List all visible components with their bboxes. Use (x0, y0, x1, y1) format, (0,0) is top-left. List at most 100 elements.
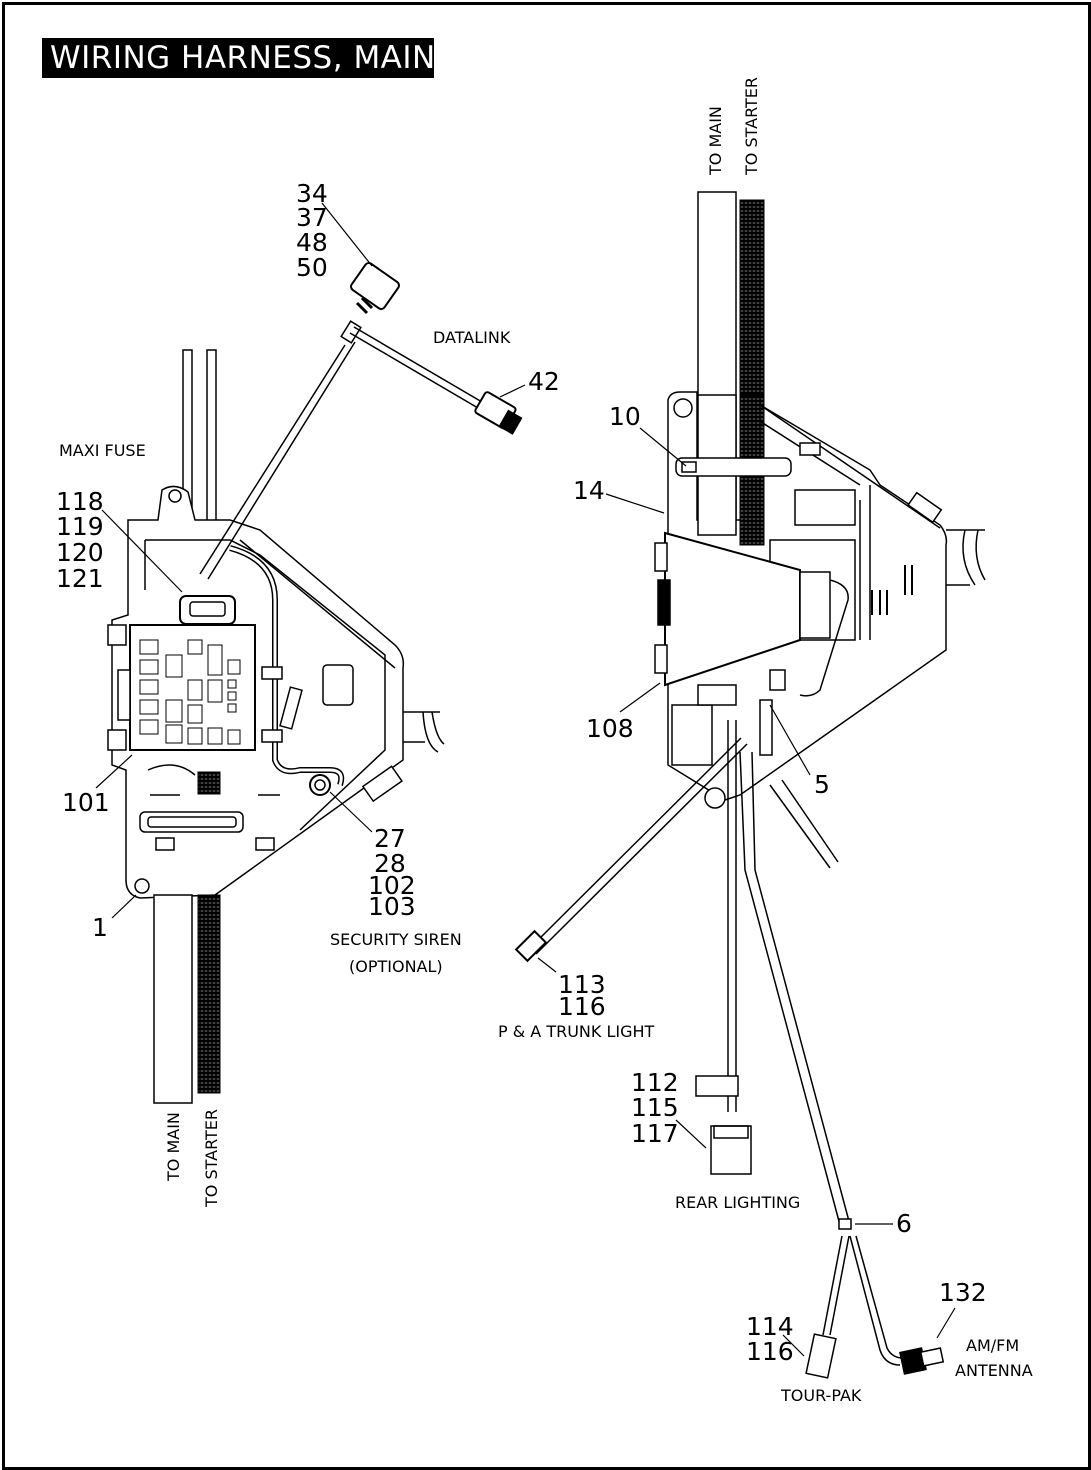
trunk-light-wire (529, 737, 748, 955)
callout-14: 14 (573, 476, 605, 505)
callout-117: 117 (631, 1119, 679, 1148)
siren-connector-center (314, 779, 326, 791)
title-bar: WIRING HARNESS, MAIN (42, 38, 435, 78)
left-bracket-edge (239, 539, 396, 669)
label-tour-pak: TOUR-PAK (781, 1386, 862, 1405)
tourpak-branch-wire (822, 1235, 850, 1336)
maxi-fuse-body (189, 601, 226, 617)
left-bracket (111, 485, 405, 899)
boot-exit-collar (799, 571, 831, 639)
leader-5 (769, 704, 811, 776)
label-to-main-right: TO MAIN (706, 106, 725, 175)
left-bracket-hole-bottom (134, 878, 150, 894)
callout-103: 103 (368, 892, 416, 921)
callout-5: 5 (814, 770, 830, 799)
maxi-fuse-connector (179, 595, 236, 625)
cable-tie-head (681, 461, 697, 473)
leader-lines (95, 202, 956, 1357)
connector-34-37-48-50-ribs (355, 296, 374, 315)
left-edge-connector-3 (117, 669, 131, 721)
leader-101 (95, 754, 133, 789)
rear-lighting-wire (727, 720, 737, 1078)
tourpak-antenna-wire (739, 751, 851, 1226)
left-clamp-arm (403, 711, 440, 743)
antenna-connector-tip (919, 1347, 945, 1367)
callout-114: 114 (746, 1312, 794, 1341)
callout-132: 132 (939, 1278, 987, 1307)
fuse-block-grid (139, 639, 241, 745)
boot-tab-lower (654, 644, 668, 674)
right-slots (871, 565, 913, 615)
trunk-light-connector (514, 929, 548, 963)
wire-junction-6 (838, 1218, 852, 1230)
callout-28: 28 (374, 849, 406, 878)
callout-27: 27 (374, 824, 406, 853)
cable-tie-10 (675, 457, 792, 477)
left-edge-connector-1 (107, 624, 127, 646)
left-harness-clip-2 (279, 686, 303, 730)
leader-34 (321, 202, 373, 267)
leader-118 (101, 509, 183, 593)
callout-101: 101 (62, 788, 110, 817)
callout-112: 112 (631, 1068, 679, 1097)
lower-clip-right (255, 837, 275, 851)
leader-1 (111, 894, 137, 919)
boot-exit-wire (799, 579, 849, 697)
right-top-clip (907, 491, 943, 524)
callout-120: 120 (56, 538, 104, 567)
siren-connector (309, 774, 331, 796)
tourpak-connector (805, 1333, 837, 1379)
to-starter-conduit-lower (197, 894, 221, 1094)
left-harness-assembly (107, 261, 523, 1104)
callout-116-tourpak: 116 (746, 1337, 794, 1366)
right-lower-module (671, 704, 713, 766)
rear-lighting-pigtail (727, 1096, 737, 1112)
left-harness-clip-4 (261, 729, 283, 743)
boot-tab-upper (654, 542, 668, 572)
label-am-fm: AM/FM (966, 1336, 1020, 1355)
leader-27 (329, 791, 373, 833)
right-lower-clip (759, 699, 773, 756)
label-pa-trunk-light: P & A TRUNK LIGHT (498, 1022, 655, 1041)
callout-50: 50 (296, 253, 328, 282)
callout-37: 37 (296, 203, 328, 232)
left-bracket-inner (144, 539, 386, 831)
leader-112 (675, 1119, 707, 1149)
datalink-wire (349, 326, 483, 409)
left-harness-clip-1 (322, 664, 354, 706)
callout-102: 102 (368, 871, 416, 900)
lower-bracket-detail (147, 764, 280, 796)
lower-slot-inner (147, 816, 237, 828)
callout-119: 119 (56, 512, 104, 541)
label-to-starter-left: TO STARTER (202, 1108, 221, 1207)
starter-conduit-upper-left (197, 771, 221, 795)
left-edge-connector-2 (107, 729, 127, 751)
leader-42 (499, 384, 526, 398)
lower-clip-left (155, 837, 175, 851)
left-bracket-hole-top (168, 489, 182, 503)
callout-113: 113 (558, 970, 606, 999)
callout-108: 108 (586, 714, 634, 743)
leader-14 (605, 493, 665, 514)
main-trunk-lower-stub (697, 684, 737, 706)
harness-loop-inner (229, 546, 343, 786)
callout-6: 6 (896, 1209, 912, 1238)
right-bracket-hole-top (673, 398, 693, 418)
callout-1: 1 (92, 913, 108, 942)
datalink-branch-wire (199, 341, 356, 580)
leader-132 (936, 1307, 956, 1339)
label-datalink: DATALINK (433, 328, 511, 347)
harness-boot-108 (664, 531, 801, 687)
right-bracket-hole-bottom (704, 787, 726, 809)
callout-34: 34 (296, 179, 328, 208)
datalink-branch-ferrule (340, 320, 362, 344)
label-rear-lighting: REAR LIGHTING (675, 1193, 801, 1212)
right-lower-tab (769, 669, 786, 691)
callout-115: 115 (631, 1093, 679, 1122)
label-maxi-fuse: MAXI FUSE (59, 441, 146, 460)
left-harness-clip-3 (261, 666, 283, 680)
callout-118: 118 (56, 487, 104, 516)
boot-connector (657, 579, 671, 626)
